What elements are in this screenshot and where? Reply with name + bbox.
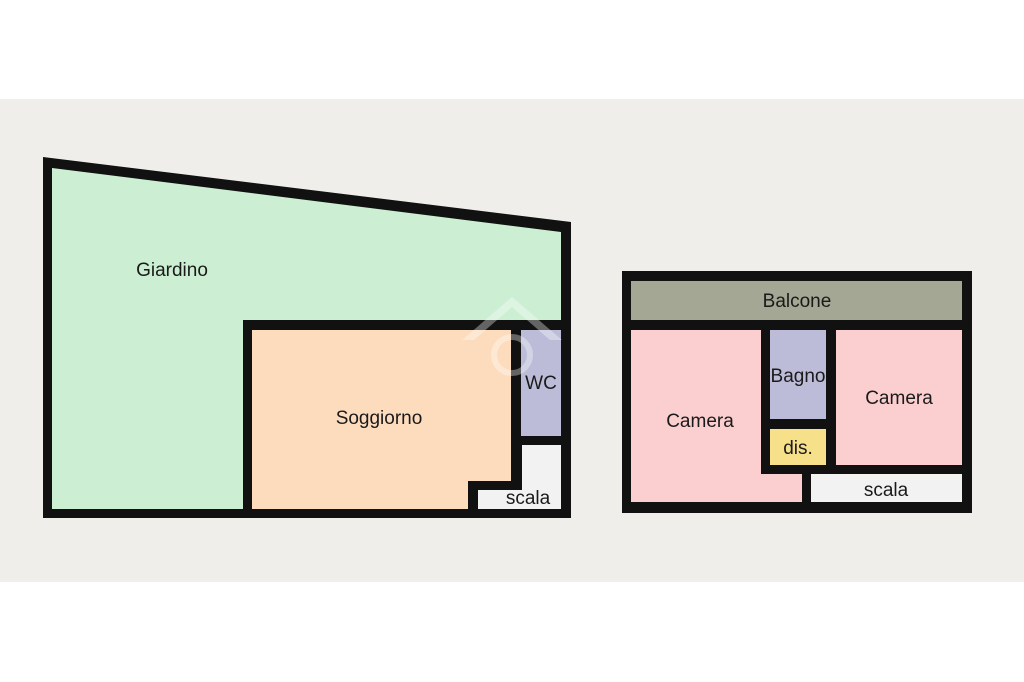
room-bedroom-right (836, 330, 962, 465)
label-bedroom-right: Camera (865, 388, 933, 409)
label-balcony: Balcone (763, 291, 832, 312)
room-hall (770, 429, 826, 465)
watermark-house-icon (462, 297, 562, 376)
room-stairs-right (811, 474, 962, 502)
room-living (252, 330, 511, 509)
label-bathroom: Bagno (771, 366, 826, 387)
label-living: Soggiorno (336, 408, 423, 429)
room-bedroom-left-ext (760, 474, 802, 502)
room-balcony (631, 281, 962, 320)
room-bedroom-left (631, 330, 761, 502)
label-stairs-left: scala (506, 488, 551, 509)
room-bathroom (770, 330, 826, 419)
room-garden (52, 168, 561, 509)
room-wc (521, 330, 561, 436)
label-garden: Giardino (136, 260, 208, 281)
floor-right: Balcone Camera Bagno dis. Camera scala (622, 271, 972, 513)
label-bedroom-left: Camera (666, 411, 734, 432)
label-stairs-right: scala (864, 480, 909, 501)
room-stairs-left (478, 445, 561, 509)
label-hall: dis. (783, 438, 813, 459)
floor-left: Giardino Soggiorno WC scala (43, 157, 571, 518)
label-wc: WC (525, 373, 557, 394)
